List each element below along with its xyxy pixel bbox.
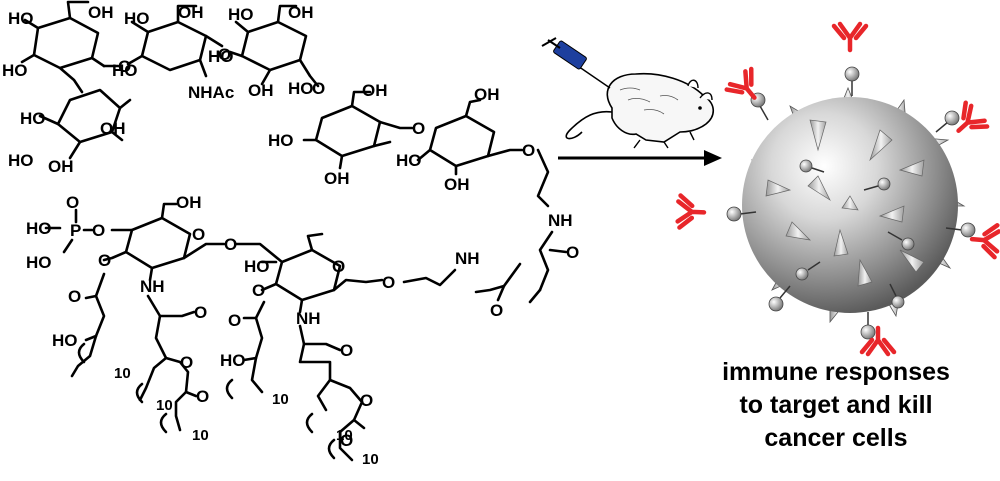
- atom-label: OH: [248, 81, 274, 100]
- atom-label: 10: [192, 427, 209, 444]
- atom-label: HO: [26, 253, 52, 272]
- atom-label: O: [312, 79, 325, 98]
- atom-label: OH: [324, 169, 350, 188]
- antibody-icon: [859, 325, 897, 357]
- atom-label: HO: [8, 9, 34, 28]
- atom-label: O: [68, 287, 81, 306]
- syringe-icon: [541, 37, 611, 89]
- atom-label: 10: [336, 427, 353, 444]
- atom-label: O: [412, 119, 425, 138]
- caption-line-3: cancer cells: [764, 424, 907, 452]
- glycolipid-structure: [20, 0, 568, 462]
- atom-label: O: [522, 141, 535, 160]
- atom-label: O: [332, 257, 345, 276]
- atom-label: HO: [244, 257, 270, 276]
- atom-label: 10: [362, 451, 379, 468]
- atom-label: 10: [114, 365, 131, 382]
- antibody-group: [675, 21, 1000, 357]
- atom-label: OH: [88, 3, 114, 22]
- atom-label: HO: [228, 5, 254, 24]
- atom-label: O: [196, 387, 209, 406]
- atom-label: HO: [396, 151, 422, 170]
- atom-label: O: [566, 243, 579, 262]
- atom-label: HO: [2, 61, 28, 80]
- atom-label: HO: [26, 219, 52, 238]
- atom-label: HO: [112, 61, 138, 80]
- atom-label: O: [98, 251, 111, 270]
- atom-label: O: [192, 225, 205, 244]
- atom-label: P: [70, 221, 81, 240]
- atom-label: NH: [548, 211, 573, 230]
- atom-label: HO: [268, 131, 294, 150]
- atom-label: O: [340, 341, 353, 360]
- atom-label: O: [194, 303, 207, 322]
- caption-line-2: to target and kill: [739, 391, 932, 419]
- atom-label: OH: [362, 81, 388, 100]
- atom-label: HO: [52, 331, 78, 350]
- atom-label: OH: [176, 193, 202, 212]
- antibody-icon: [831, 21, 869, 53]
- caption-line-1: immune responses: [722, 358, 950, 386]
- arrow-icon: [558, 150, 722, 166]
- atom-label: O: [180, 353, 193, 372]
- mouse-icon: [565, 72, 715, 149]
- atom-label: NHAc: [188, 83, 234, 102]
- atom-label: OH: [48, 157, 74, 176]
- atom-label: 10: [272, 391, 289, 408]
- atom-label: OH: [178, 3, 204, 22]
- atom-label: NH: [296, 309, 321, 328]
- atom-label: O: [228, 311, 241, 330]
- atom-label: OH: [288, 3, 314, 22]
- atom-label: OH: [474, 85, 500, 104]
- atom-label: O: [118, 57, 131, 76]
- atom-label: OH: [444, 175, 470, 194]
- antibody-icon: [956, 100, 990, 133]
- atom-label: NH: [140, 277, 165, 296]
- cancer-cell-icon: [726, 66, 976, 340]
- atom-label: O: [490, 301, 503, 320]
- atom-label: O: [360, 391, 373, 410]
- atom-label: O: [224, 235, 237, 254]
- atom-label: HO: [220, 351, 246, 370]
- atom-label: O: [382, 273, 395, 292]
- atom-label: HO: [288, 79, 314, 98]
- atom-label: OH: [100, 119, 126, 138]
- atom-label: O: [218, 45, 231, 64]
- atom-label: O: [252, 281, 265, 300]
- caption: immune responses to target and kill canc…: [722, 358, 950, 452]
- atom-label: HO: [20, 109, 46, 128]
- atom-label: O: [340, 431, 353, 450]
- atom-label: HO: [8, 151, 34, 170]
- atom-label: O: [92, 221, 105, 240]
- atom-label: O: [66, 193, 79, 212]
- antibody-icon: [724, 66, 757, 100]
- atom-label: 10: [156, 397, 173, 414]
- atom-label: HO: [208, 47, 234, 66]
- atom-label: HO: [124, 9, 150, 28]
- atom-labels: HO OH HO O HO OH HO NHAc O HO OH HO OH H…: [2, 3, 579, 468]
- antibody-icon: [969, 223, 1000, 260]
- atom-label: NH: [455, 249, 480, 268]
- antibody-icon: [675, 193, 707, 230]
